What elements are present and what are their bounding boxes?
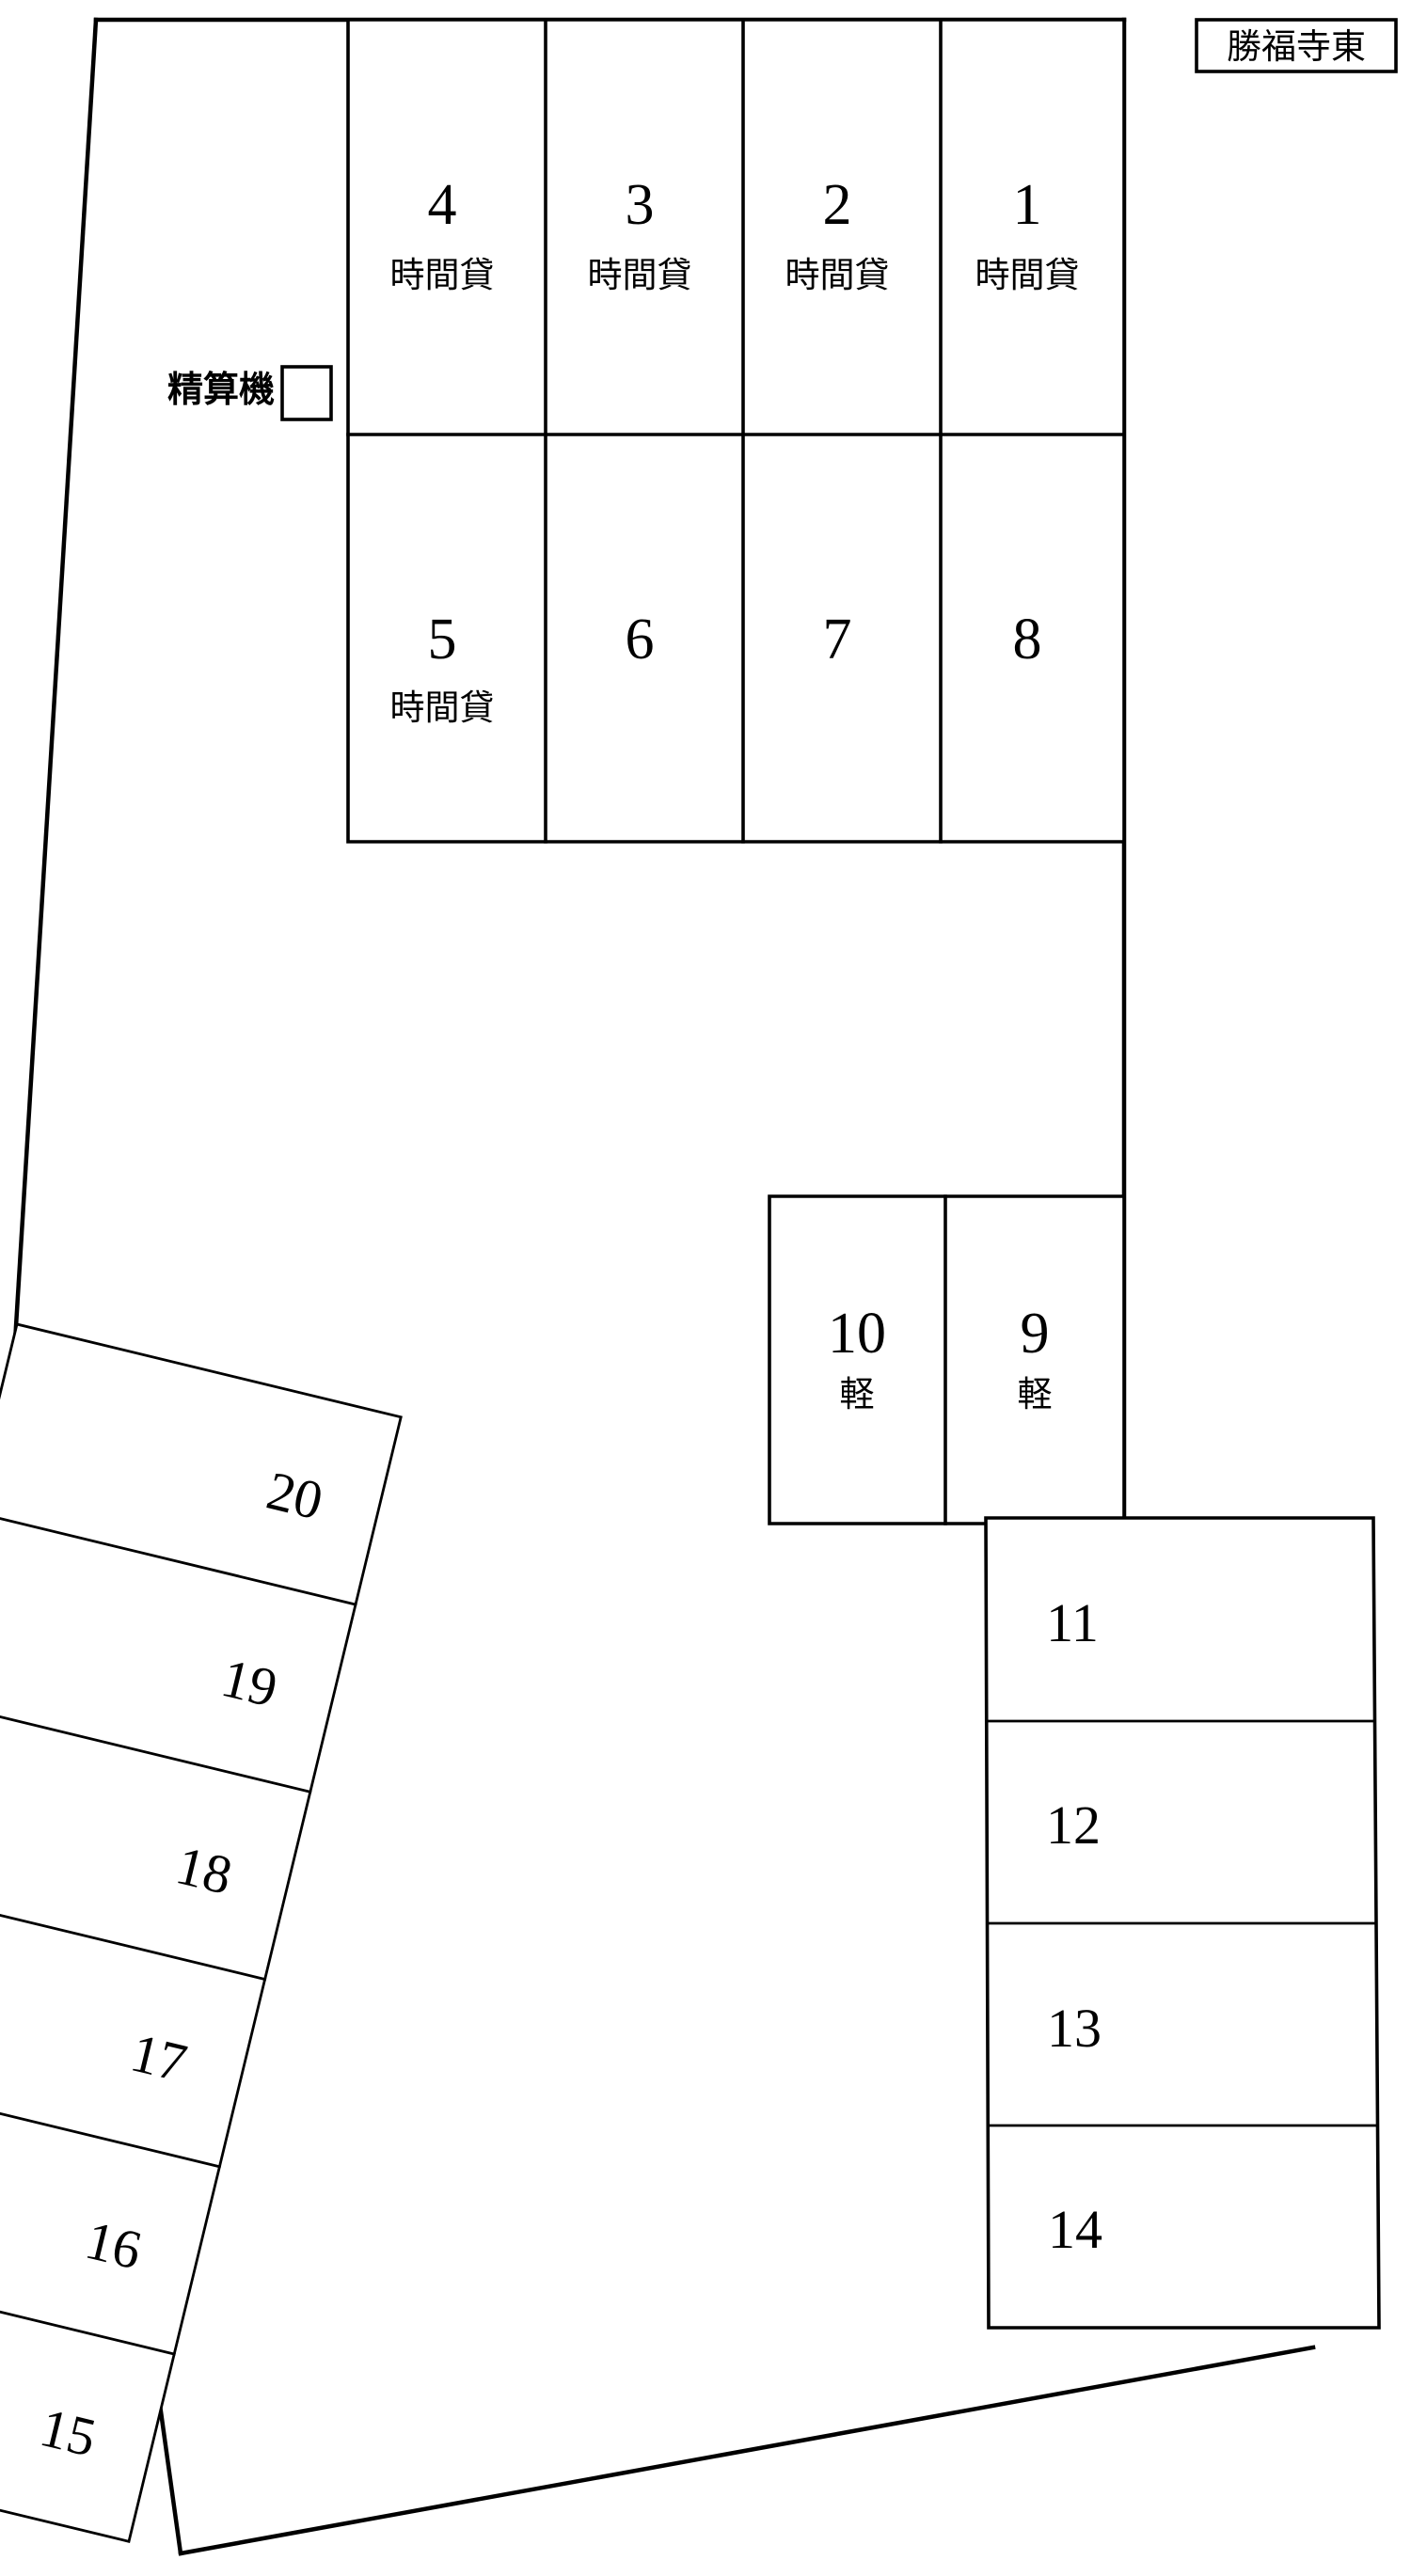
stall-8-number: 8 bbox=[1013, 608, 1042, 672]
stall-2[interactable]: 2 時間貸 bbox=[743, 20, 941, 435]
stall-14[interactable]: 14 bbox=[989, 2126, 1377, 2328]
stall-7-number: 7 bbox=[823, 608, 852, 672]
stall-16[interactable]: 16 bbox=[0, 2074, 219, 2354]
stall-3-number: 3 bbox=[626, 173, 655, 237]
stall-11[interactable]: 11 bbox=[986, 1518, 1373, 1721]
stall-1[interactable]: 1 時間貸 bbox=[941, 20, 1124, 435]
stall-3[interactable]: 3 時間貸 bbox=[546, 20, 743, 435]
diagonal-divider-1 bbox=[0, 1509, 357, 1606]
stall-block-diagonal: 20 19 18 17 16 15 bbox=[0, 1322, 403, 2543]
stall-1-number: 1 bbox=[1013, 173, 1042, 237]
boundary-left-upper bbox=[11, 17, 99, 1360]
stall-9-number: 9 bbox=[1021, 1302, 1050, 1366]
stall-block-top: 4 時間貸 3 時間貸 2 時間貸 1 時間貸 5 時間 bbox=[346, 18, 1126, 844]
site-title-box: 勝福寺東 bbox=[1195, 18, 1398, 73]
stall-3-sublabel: 時間貸 bbox=[588, 255, 692, 295]
stall-9[interactable]: 9 軽 bbox=[945, 1196, 1124, 1524]
stall-20[interactable]: 20 bbox=[0, 1324, 401, 1604]
diagonal-divider-2 bbox=[0, 1697, 312, 1794]
stall-10-sublabel: 軽 bbox=[840, 1374, 875, 1414]
stall-13-number: 13 bbox=[1047, 1998, 1102, 2059]
stall-5-number: 5 bbox=[428, 608, 457, 672]
stall-14-number: 14 bbox=[1048, 2199, 1102, 2260]
stall-1-sublabel: 時間貸 bbox=[975, 255, 1080, 295]
diagonal-divider-5 bbox=[0, 2259, 176, 2356]
stall-block-kei: 10 軽 9 軽 bbox=[768, 1194, 1126, 1525]
stall-8[interactable]: 8 bbox=[941, 435, 1124, 842]
diagonal-divider-4 bbox=[0, 2072, 222, 2169]
stall-12[interactable]: 12 bbox=[987, 1721, 1374, 1923]
stall-13[interactable]: 13 bbox=[988, 1923, 1376, 2126]
stall-19[interactable]: 19 bbox=[0, 1511, 356, 1792]
stall-15[interactable]: 15 bbox=[0, 2261, 174, 2541]
stall-4-number: 4 bbox=[428, 173, 457, 237]
stall-10[interactable]: 10 軽 bbox=[769, 1196, 945, 1524]
stall-18[interactable]: 18 bbox=[0, 1699, 310, 1980]
payment-machine-label: 精算機 bbox=[167, 369, 275, 410]
top-block-outline bbox=[346, 18, 1126, 844]
stall-2-number: 2 bbox=[823, 173, 852, 237]
stall-17[interactable]: 17 bbox=[0, 1887, 265, 2167]
diagonal-divider-3 bbox=[0, 1885, 267, 1982]
stall-6-number: 6 bbox=[626, 608, 655, 672]
right-block-outline bbox=[984, 1516, 1381, 2330]
site-title-frame bbox=[1195, 18, 1398, 73]
stall-10-number: 10 bbox=[828, 1302, 886, 1366]
stall-5[interactable]: 5 時間貸 bbox=[348, 435, 546, 842]
diagonal-block-outline bbox=[0, 1322, 403, 2543]
stall-block-right: 11 12 13 14 bbox=[984, 1516, 1381, 2330]
boundary-bottom bbox=[178, 2345, 1316, 2556]
payment-machine-icon bbox=[280, 365, 333, 421]
stall-6[interactable]: 6 bbox=[546, 435, 743, 842]
stall-11-number: 11 bbox=[1046, 1592, 1099, 1653]
payment-machine[interactable]: 精算機 bbox=[167, 365, 333, 421]
stall-4[interactable]: 4 時間貸 bbox=[348, 20, 546, 435]
stall-5-sublabel: 時間貸 bbox=[390, 687, 495, 728]
stall-12-number: 12 bbox=[1046, 1794, 1101, 1856]
stall-7[interactable]: 7 bbox=[743, 435, 941, 842]
stall-9-sublabel: 軽 bbox=[1018, 1374, 1053, 1414]
stall-2-sublabel: 時間貸 bbox=[785, 255, 890, 295]
site-title-text: 勝福寺東 bbox=[1227, 26, 1366, 67]
stall-4-sublabel: 時間貸 bbox=[390, 255, 495, 295]
